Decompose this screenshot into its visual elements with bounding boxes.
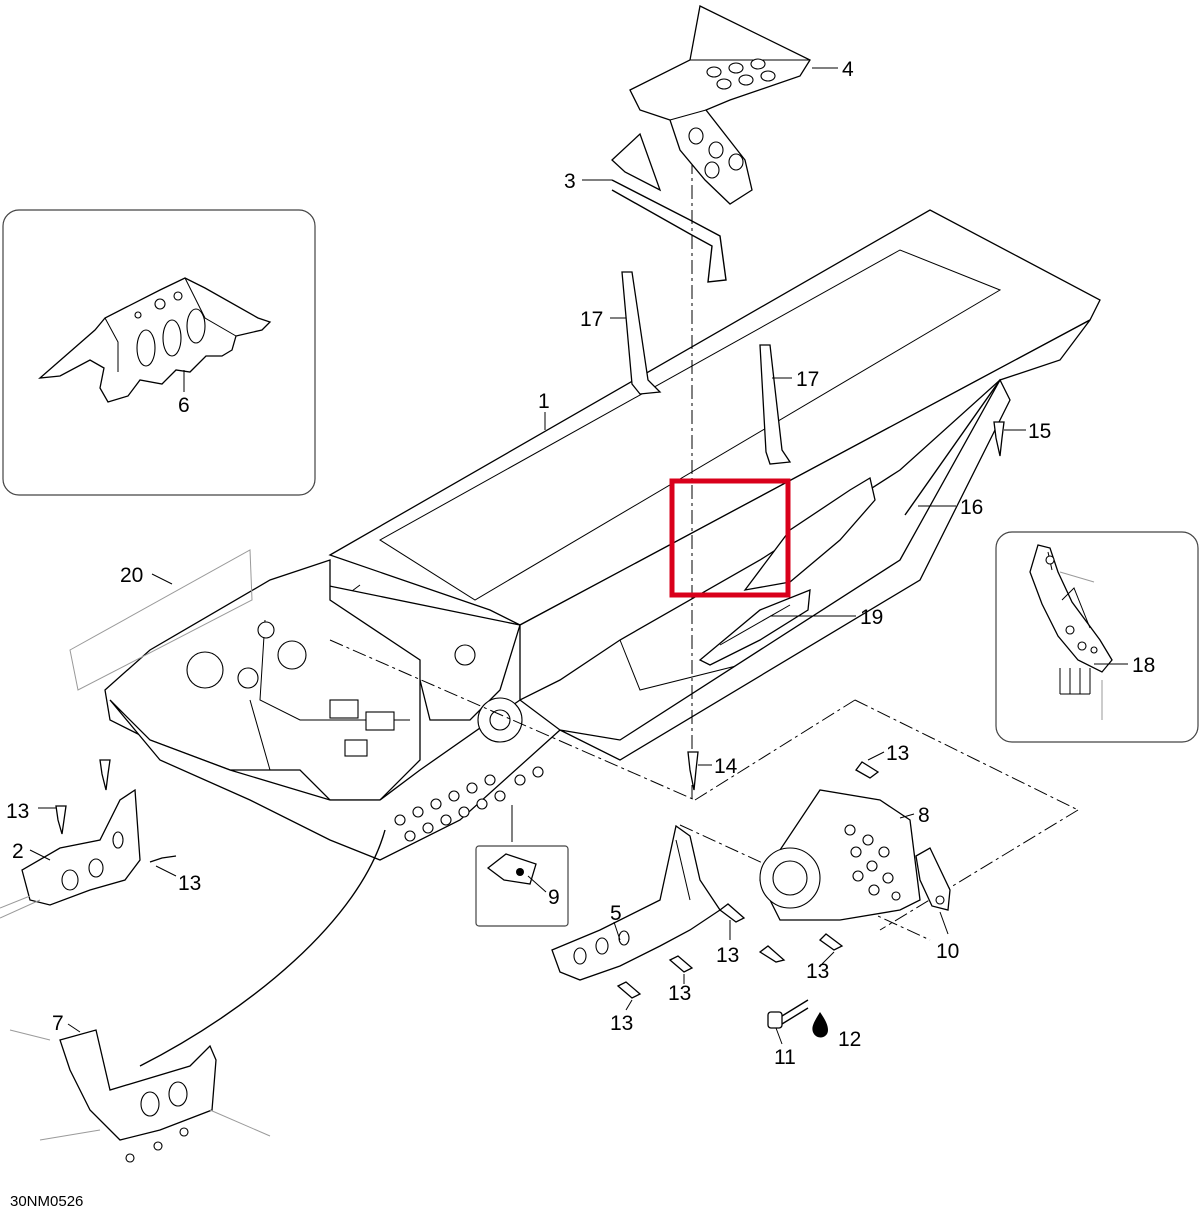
callout-13-a: 13 [6,800,29,823]
part-3-support [611,132,727,283]
callout-20: 20 [120,564,143,587]
callout-12: 12 [838,1028,861,1051]
main-chassis [69,209,1101,861]
part-10-bracket [915,847,951,911]
part-9-inset [475,805,569,927]
callout-5: 5 [610,902,622,925]
part-4-plate [629,5,811,205]
leader-lines [29,67,1128,1045]
callout-9: 9 [548,886,560,909]
callout-13-b: 13 [178,872,201,895]
callout-13-f: 13 [668,982,691,1005]
callout-15: 15 [1028,420,1051,443]
callout-8: 8 [918,804,930,827]
callout-2: 2 [12,840,24,863]
inset-part-18 [995,531,1199,743]
callout-19: 19 [860,606,883,629]
drawing-code: 30NM0526 [10,1193,83,1210]
callout-13-c: 13 [886,742,909,765]
part-8-holes [844,824,901,901]
part-8-plate [759,789,921,921]
part-5-panel [551,824,721,981]
callout-13-e: 13 [806,960,829,983]
callout-11: 11 [774,1046,796,1069]
part-12-drop-icon [812,1012,828,1038]
callout-10: 10 [936,940,959,963]
highlight-box [669,478,791,598]
callout-3: 3 [564,170,576,193]
part-17-posts [621,271,792,465]
callout-17-b: 17 [796,368,819,391]
inset-part-6 [2,209,316,496]
part-2-bracket [0,788,141,919]
part-11-bolt [767,999,809,1029]
belly-holes [394,766,544,842]
callout-7: 7 [52,1012,64,1035]
callout-18: 18 [1132,654,1155,677]
callout-17-a: 17 [580,308,603,331]
callout-6: 6 [178,394,190,417]
part-13-rivets [55,759,880,999]
callout-13-g: 13 [610,1012,633,1035]
callout-16: 16 [960,496,983,519]
part-14-rivet [687,751,699,791]
part-15-rivet [993,421,1005,457]
callout-labels: 1 2 3 4 5 6 7 8 9 10 11 12 13 13 13 13 1… [6,58,1155,1210]
part-7-bracket [9,829,386,1163]
callout-1: 1 [538,390,550,413]
callout-4: 4 [842,58,854,81]
callout-14: 14 [714,755,738,778]
callout-13-d: 13 [716,944,739,967]
